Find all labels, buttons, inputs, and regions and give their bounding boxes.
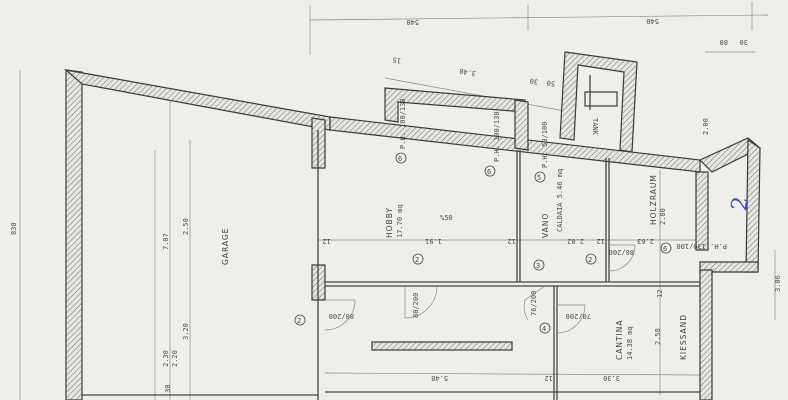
room-caldaia: CALDAIA 5.46 mq — [556, 169, 564, 232]
dim-label: 2.30 — [162, 350, 170, 367]
marker: 6 — [663, 245, 667, 253]
dim-label: 540 — [406, 18, 419, 26]
door-label: 70/200 — [566, 312, 591, 320]
dim-label: 3.20 — [182, 323, 190, 340]
doors — [324, 244, 636, 334]
dim-label: 2.00 — [702, 118, 710, 135]
wall-east — [699, 269, 713, 400]
opening-labels: 80/200 80/200 76/200 70/200 80/200 P.H. … — [329, 98, 727, 320]
handwritten-annotation: 2 — [727, 195, 754, 213]
marker: 5 — [537, 174, 541, 182]
dim-label: 80 — [720, 38, 728, 46]
dim-label: 3.30 — [603, 374, 620, 382]
dim-label: 2.20 — [171, 350, 179, 367]
window-label: P.H. 50/100 — [541, 122, 549, 168]
window-label: P.H. 100/130 — [399, 98, 407, 149]
marker: 3 — [536, 262, 540, 270]
dim-label: 30 — [529, 76, 539, 85]
door-swing — [404, 285, 438, 319]
dimension-labels: 540 540 80 30 15 3.40 30 50 830 7.07 2.5… — [10, 17, 782, 393]
partition-wall — [371, 341, 513, 351]
dim-label: 3.06 — [774, 275, 782, 292]
dim-label: 30 — [740, 38, 748, 46]
wall-bay — [384, 87, 526, 123]
room-cantina: CANTINA — [615, 319, 624, 360]
window-label: P.H. 100/130 — [493, 111, 501, 162]
room-cantina-area: 14.38 mq — [626, 326, 634, 360]
marker: 6 — [487, 168, 491, 176]
dim-label: 2.63 — [637, 237, 654, 245]
dim-label: 5.48 — [431, 374, 448, 382]
marker: 6 — [398, 155, 402, 163]
dim-label: 50 — [546, 78, 556, 87]
dim-label: 2.50 — [182, 218, 190, 235]
room-kiessand: KIESSAND — [679, 314, 688, 360]
window-label: P.H. 130/100 — [676, 242, 727, 250]
dim-label: 12 — [656, 290, 664, 298]
room-holzraum-height: 2.80 — [659, 208, 667, 225]
slope-label: %50 — [440, 214, 453, 222]
room-hobby: HOBBY — [385, 207, 394, 238]
dim-label: 830 — [10, 222, 18, 235]
dim-label: 2.58 — [654, 328, 662, 345]
wall-chimney — [559, 51, 638, 153]
door-label: 80/200 — [329, 312, 354, 320]
room-garage: GARAGE — [221, 228, 230, 265]
dim-label: 3.40 — [459, 67, 477, 78]
marker: 2 — [415, 256, 419, 264]
room-holzraum: HOLZRAUM — [649, 174, 658, 225]
door-label: 80/200 — [609, 248, 634, 256]
room-tank: TANK — [591, 118, 599, 136]
door-swing — [556, 304, 586, 334]
walls — [63, 51, 762, 400]
door-label: 80/200 — [412, 293, 420, 318]
door-swing — [608, 244, 636, 272]
dim-label: 12 — [597, 237, 605, 245]
dim-label: 12 — [508, 237, 516, 245]
dim-label: 30 — [164, 385, 172, 393]
door-swing — [523, 285, 546, 321]
wall-west — [65, 69, 83, 400]
dim-label: 12 — [323, 237, 331, 245]
dim-label: 12 — [545, 374, 553, 382]
dim-label: 1.91 — [425, 237, 442, 245]
dim-label: 15 — [392, 55, 402, 64]
dim-label: 2.02 — [567, 237, 584, 245]
marker: 2 — [297, 317, 301, 325]
wall-bay-right — [514, 99, 529, 151]
marker: 2 — [588, 256, 592, 264]
room-hobby-area: 17.70 mq — [396, 204, 404, 238]
marker: 4 — [542, 325, 546, 333]
door-swing — [324, 299, 356, 331]
room-vano: VANO — [541, 213, 550, 238]
dim-label: 7.07 — [162, 233, 170, 250]
dim-label: 540 — [646, 17, 659, 25]
door-label: 76/200 — [530, 291, 538, 316]
markers: 6 6 5 6 2 3 2 2 4 — [294, 152, 672, 334]
room-labels: GARAGE HOBBY 17.70 mq VANO CALDAIA 5.46 … — [221, 118, 688, 360]
wall-wing-bottom — [699, 261, 759, 273]
wall-north-garage — [63, 69, 331, 131]
wall-holzraum-east — [695, 171, 709, 251]
